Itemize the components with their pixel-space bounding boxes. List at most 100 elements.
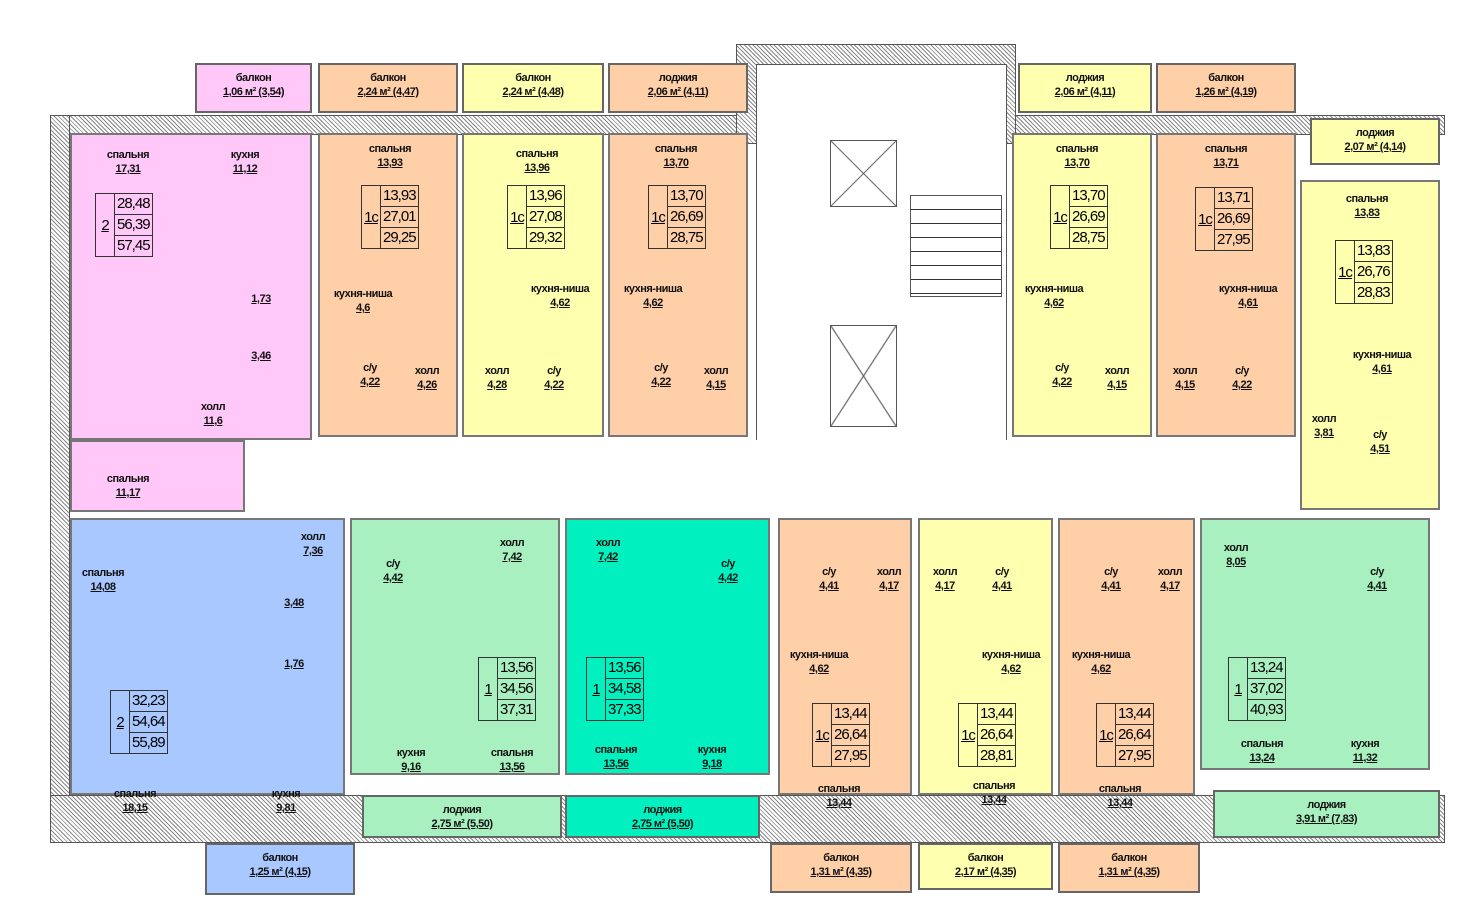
apartment-area-value: 28,75 [670, 229, 704, 246]
room-name: с/у [995, 566, 1009, 578]
room-name: кухня-ниша [789, 649, 849, 661]
apartment-area-value: 27,95 [1118, 747, 1152, 764]
balcony-loggia [565, 795, 760, 838]
room-name: с/у [822, 566, 836, 578]
apartment-zone[interactable] [565, 518, 770, 775]
apartment-zone[interactable] [70, 518, 345, 795]
balcony-name: балкон [262, 852, 298, 864]
room-label: 1,76 [284, 657, 304, 671]
apartment-type: 1с [1051, 186, 1070, 248]
apartment-type: 1с [649, 186, 668, 248]
apartment-area-value: 27,01 [381, 207, 418, 228]
room-name: кухня-ниша [333, 288, 393, 300]
apartment-area-value: 26,64 [1116, 725, 1153, 746]
balcony-name: лоджия [1355, 127, 1395, 139]
apartment-zone[interactable] [608, 133, 748, 437]
apartment-type: 1с [959, 704, 978, 766]
apartment-area-value: 28,48 [115, 194, 152, 215]
room-label: 1,73 [251, 292, 271, 306]
room-name: кухня [230, 149, 260, 161]
room-name: холл [703, 365, 729, 377]
balcony-area: 2,24 м² (4,48) [502, 86, 564, 98]
balcony-area: 3,91 м² (7,83) [1295, 813, 1358, 825]
room-name: холл [1223, 542, 1249, 554]
room-area: 13,96 [524, 162, 550, 174]
apartment-area-value: 40,93 [1250, 701, 1284, 718]
room-area: 4,51 [1370, 443, 1390, 455]
room-area: 4,62 [1001, 663, 1021, 675]
apartment-area-value: 28,83 [1357, 284, 1391, 301]
apartment-area-value: 13,71 [1215, 188, 1252, 209]
room-area: 4,26 [417, 379, 437, 391]
room-name: спальня [1055, 143, 1099, 155]
apartment-zone[interactable] [350, 518, 560, 775]
balcony-name: лоджия [1065, 72, 1105, 84]
apartment-zone[interactable] [318, 133, 458, 437]
room-area: 4,22 [1052, 376, 1072, 388]
room-area: 4,22 [360, 376, 380, 388]
room-name: кухня-ниша [1024, 283, 1084, 295]
apartment-zone[interactable] [462, 133, 604, 437]
balcony-area: 1,31 м² (4,35) [1098, 866, 1160, 878]
apartment-zone[interactable] [70, 440, 245, 512]
apartment-zone[interactable] [70, 133, 312, 440]
apartment-zone[interactable] [918, 518, 1053, 795]
balcony-balcony [1156, 63, 1296, 113]
elevator-shaft [830, 140, 897, 207]
room-name: с/у [386, 558, 400, 570]
apartment-zone[interactable] [1058, 518, 1195, 795]
apartment-area-value: 27,95 [834, 747, 868, 764]
apartment-type: 1с [508, 186, 527, 248]
apartment-zone[interactable] [1012, 133, 1152, 437]
balcony-name: лоджия [658, 72, 698, 84]
apartment-area-value: 56,39 [115, 215, 152, 236]
apartment-zone[interactable] [1156, 133, 1296, 437]
room-area: 18,15 [122, 802, 148, 814]
apartment-zone[interactable] [1300, 180, 1440, 510]
room-name: спальня [106, 149, 150, 161]
room-name: спальня [654, 143, 698, 155]
balcony-name: балкон [823, 852, 859, 864]
room-name: спальня [368, 143, 412, 155]
room-area: 4,42 [383, 572, 403, 584]
room-name: спальня [113, 788, 157, 800]
apartment-zone[interactable] [1200, 518, 1430, 770]
balcony-balcony [918, 843, 1053, 890]
balcony-area: 1,31 м² (4,35) [810, 866, 872, 878]
apartment-area-value: 26,64 [978, 725, 1015, 746]
apartment-area-value: 32,23 [130, 691, 167, 712]
balcony-area: 2,06 м² (4,11) [1054, 86, 1116, 98]
apartment-zone[interactable] [778, 518, 912, 795]
balcony-name: балкон [1111, 852, 1147, 864]
room-area: 4,61 [1372, 363, 1392, 375]
room-name: кухня [396, 747, 426, 759]
room-name: кухня-ниша [1218, 283, 1278, 295]
room-name: кухня-ниша [623, 283, 683, 295]
